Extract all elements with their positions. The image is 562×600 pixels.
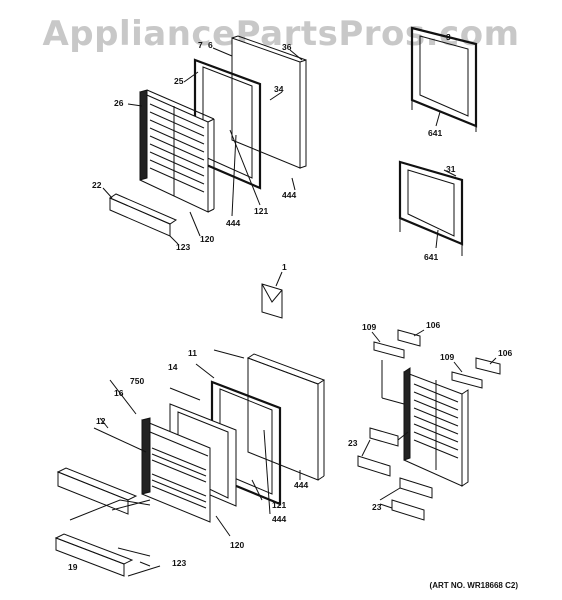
label-6: 6	[208, 40, 213, 50]
label-23-a: 23	[348, 438, 358, 448]
small-bin-23-d[interactable]	[391, 499, 425, 521]
label-444-a: 444	[282, 190, 296, 200]
gasket-frame-bottom[interactable]	[398, 160, 464, 256]
bracket-106-upper[interactable]	[397, 329, 421, 347]
door-shelf-lines	[149, 103, 205, 193]
label-121-b: 121	[272, 500, 286, 510]
label-123-b: 123	[172, 558, 186, 568]
label-23-b: 23	[372, 502, 382, 512]
door-bin-22[interactable]	[109, 197, 171, 237]
right-assembly-lines	[361, 329, 497, 509]
label-106-b: 106	[498, 348, 512, 358]
label-120-b: 120	[230, 540, 244, 550]
gasket-frame-top[interactable]	[410, 26, 478, 132]
right-inner-door[interactable]	[403, 371, 463, 487]
cover-109-lower[interactable]	[451, 371, 483, 389]
label-16: 16	[114, 388, 124, 398]
lower-door-assembly	[54, 349, 326, 577]
small-bin-23-b[interactable]	[357, 455, 391, 477]
lower-shelf-lines	[151, 447, 207, 509]
label-641-bottom: 641	[424, 252, 438, 262]
art-number: (ART NO. WR18668 C2)	[429, 581, 518, 590]
outer-door-panel-34[interactable]	[231, 37, 301, 169]
label-109-a: 109	[362, 322, 376, 332]
label-641-top: 641	[428, 128, 442, 138]
label-36: 36	[282, 42, 292, 52]
label-106-a: 106	[426, 320, 440, 330]
right-door-assembly	[357, 329, 501, 521]
lower-assembly-lines	[69, 349, 301, 577]
label-109-b: 109	[440, 352, 454, 362]
label-25: 25	[174, 76, 184, 86]
label-444-b: 444	[226, 218, 240, 228]
label-26: 26	[114, 98, 124, 108]
label-121-a: 121	[254, 206, 268, 216]
label-11: 11	[188, 348, 197, 358]
label-31: 31	[446, 164, 456, 174]
label-14: 14	[168, 362, 178, 372]
label-19: 19	[68, 562, 78, 572]
part-labels: 7 6 36 3 25 34 26 641 31 22 444 121 444 …	[68, 32, 512, 572]
label-34: 34	[274, 84, 284, 94]
small-bin-23-c[interactable]	[399, 477, 433, 499]
label-7: 7	[198, 40, 203, 50]
bracket-106-lower[interactable]	[475, 357, 501, 375]
upper-door-leaders	[102, 47, 303, 245]
label-123-a: 123	[176, 242, 190, 252]
outer-door-panel-11[interactable]	[247, 357, 319, 481]
label-1: 1	[282, 262, 287, 272]
small-bin-23-a[interactable]	[369, 427, 399, 447]
label-22: 22	[92, 180, 102, 190]
label-444-c: 444	[294, 480, 308, 490]
upper-door-assembly	[102, 35, 307, 245]
label-750: 750	[130, 376, 144, 386]
label-444-d: 444	[272, 514, 286, 524]
label-3: 3	[446, 32, 451, 42]
cover-109-upper[interactable]	[373, 341, 405, 359]
label-12: 12	[96, 416, 106, 426]
label-120-a: 120	[200, 234, 214, 244]
